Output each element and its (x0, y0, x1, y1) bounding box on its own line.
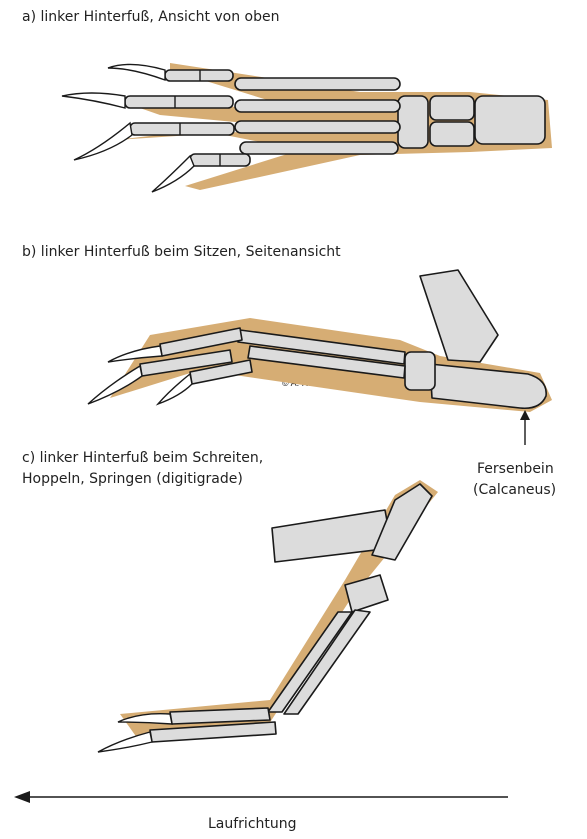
claw-a2 (62, 93, 125, 108)
phalanx-a3 (130, 123, 234, 135)
metatarsal-a2 (235, 100, 400, 112)
calcaneus-bone-a (475, 96, 545, 144)
metatarsal-a4 (240, 142, 398, 154)
phalanx-a1 (165, 70, 233, 81)
phalanx-a2 (125, 96, 233, 108)
calcaneus-pointer-arrow (520, 410, 530, 445)
tarsal-bone-a2 (430, 122, 474, 146)
tarsal-bone-b (405, 352, 435, 390)
claw-c2 (98, 732, 152, 752)
direction-arrow (14, 791, 508, 803)
metatarsal-a1 (235, 78, 400, 90)
foot-side-view (88, 270, 552, 412)
tarsal-bone-a1 (430, 96, 474, 120)
tarsal-bone-a3 (398, 96, 428, 148)
metatarsal-a3 (235, 121, 400, 133)
claw-a1 (108, 64, 165, 80)
claw-a3 (74, 123, 132, 160)
foot-top-view (62, 63, 552, 192)
tibia-b (420, 270, 498, 362)
foot-digitigrade-view (98, 480, 438, 752)
